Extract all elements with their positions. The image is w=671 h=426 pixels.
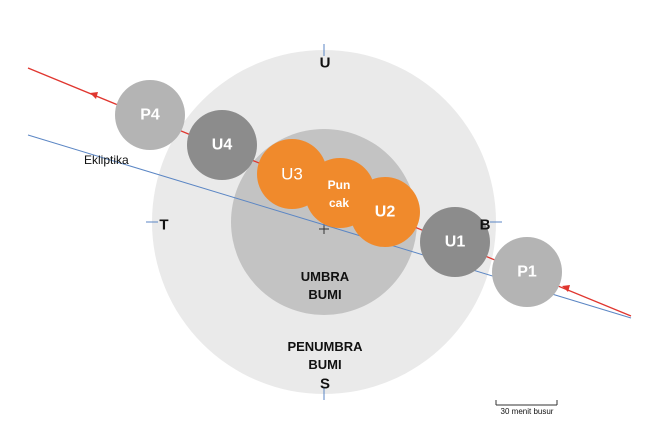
moon-u3-label: U3 (281, 165, 303, 184)
moon-u4-label: U4 (212, 137, 233, 154)
moon-u1-label: U1 (445, 234, 466, 251)
moon-peak: Pun cak (305, 158, 375, 228)
moon-u1: U1 (420, 207, 490, 277)
direction-north: U (320, 55, 331, 72)
direction-west: B (480, 217, 491, 234)
moon-peak-label-line1: Pun (328, 178, 351, 192)
moon-u2-label: U2 (375, 204, 396, 221)
moon-p1-label: P1 (517, 264, 537, 281)
penumbra-label-line2: BUMI (308, 357, 341, 372)
scale-bar: 30 menit busur (495, 400, 558, 416)
direction-east: T (159, 217, 168, 234)
moon-p4-label: P4 (140, 107, 160, 124)
moon-p1: P1 (492, 237, 562, 307)
ecliptic-label: Ekliptika (84, 153, 129, 167)
scale-label: 30 menit busur (501, 407, 554, 416)
moon-path-arrow-right (562, 285, 570, 292)
umbra-label-line1: UMBRA (301, 269, 350, 284)
penumbra-label-line1: PENUMBRA (287, 339, 363, 354)
umbra-label-line2: BUMI (308, 287, 341, 302)
moon-peak-label-line2: cak (329, 196, 349, 210)
moon-u4: U4 (187, 110, 257, 180)
moon-path-arrow-left (90, 92, 98, 99)
direction-south: S (320, 376, 330, 393)
moon-p4: P4 (115, 80, 185, 150)
